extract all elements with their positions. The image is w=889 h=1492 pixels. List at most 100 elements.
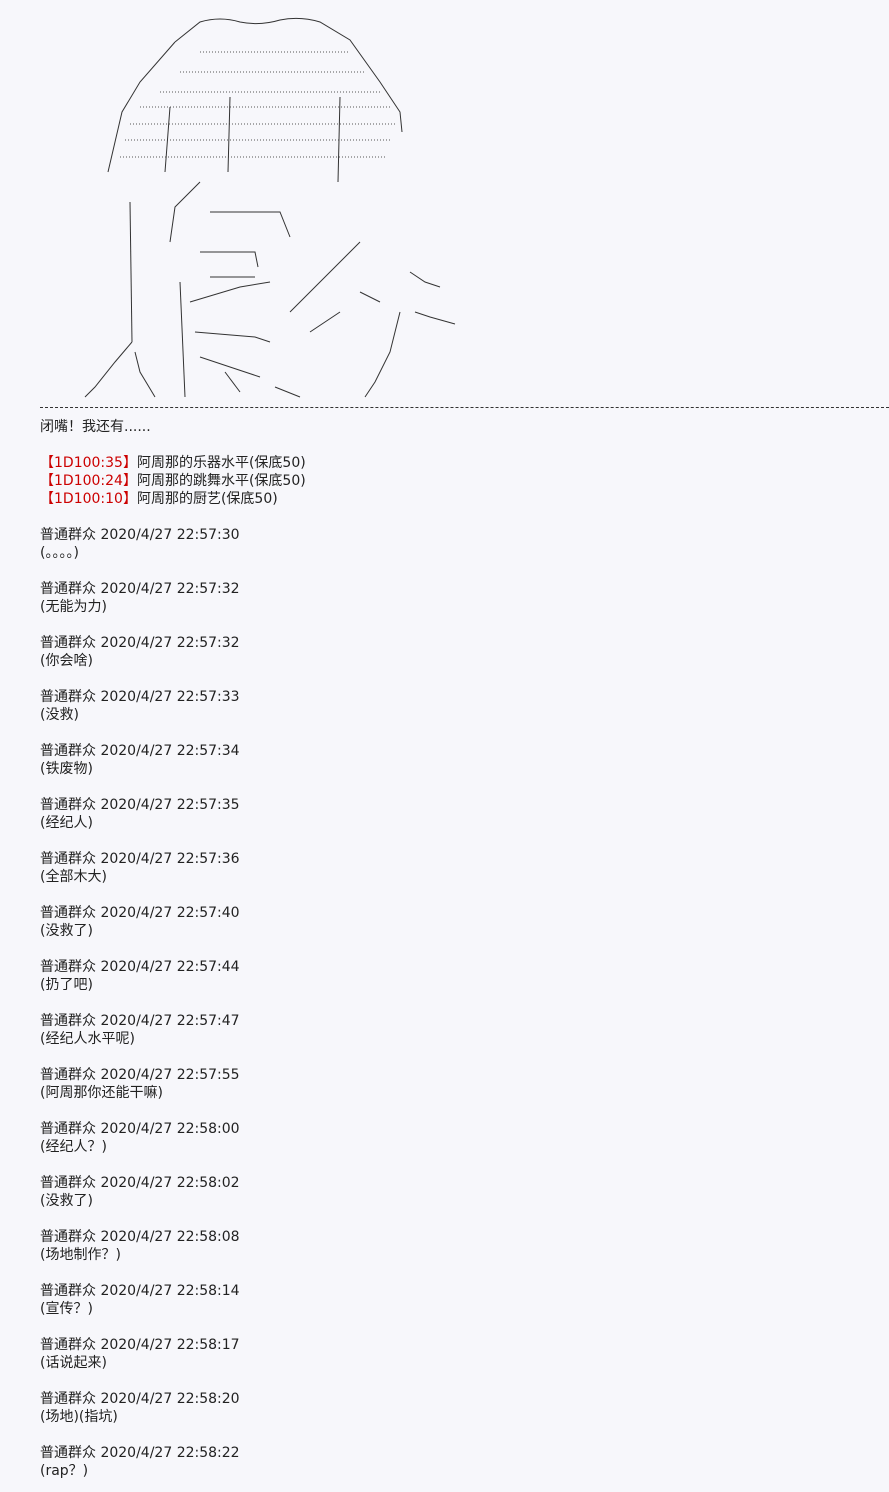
- spacer: [40, 1156, 880, 1174]
- comment-timestamp: 2020/4/27 22:58:14: [100, 1283, 240, 1299]
- dice-code: 1D100:24: [54, 473, 123, 489]
- spacer: [40, 724, 880, 742]
- dice-label: 阿周那的厨艺(保底50): [136, 491, 278, 507]
- ascii-art-illustration: [80, 12, 500, 402]
- comment-timestamp: 2020/4/27 22:57:35: [100, 797, 240, 813]
- comment-text: (经纪人): [40, 815, 93, 831]
- bracket-close: 】: [122, 491, 137, 507]
- comment-text: (。。。。): [40, 545, 79, 561]
- spacer: [40, 1426, 880, 1444]
- spacer: [40, 940, 880, 958]
- comment-header: 普通群众 2020/4/27 22:57:40: [40, 904, 880, 922]
- dice-code: 1D100:35: [54, 455, 123, 471]
- comment-user: 普通群众: [40, 959, 96, 975]
- bracket-close: 】: [122, 455, 137, 471]
- spacer: [40, 670, 880, 688]
- comment-user: 普通群众: [40, 1121, 96, 1137]
- comment-timestamp: 2020/4/27 22:58:00: [100, 1121, 240, 1137]
- comment-timestamp: 2020/4/27 22:57:44: [100, 959, 240, 975]
- comment-timestamp: 2020/4/27 22:57:36: [100, 851, 240, 867]
- spacer: [40, 1210, 880, 1228]
- comment-user: 普通群众: [40, 1067, 96, 1083]
- dice-roll-row: 【1D100:24】阿周那的跳舞水平(保底50): [40, 472, 880, 490]
- comment-timestamp: 2020/4/27 22:57:34: [100, 743, 240, 759]
- comment-timestamp: 2020/4/27 22:57:55: [100, 1067, 240, 1083]
- comment-user: 普通群众: [40, 1013, 96, 1029]
- spacer: [40, 508, 880, 526]
- dice-roll-row: 【1D100:10】阿周那的厨艺(保底50): [40, 490, 880, 508]
- spacer: [40, 886, 880, 904]
- spacer: [40, 832, 880, 850]
- comment-header: 普通群众 2020/4/27 22:57:47: [40, 1012, 880, 1030]
- bracket-open: 【: [40, 455, 54, 471]
- spacer: [40, 1264, 880, 1282]
- comment-header: 普通群众 2020/4/27 22:57:36: [40, 850, 880, 868]
- intro-text: 闭嘴！我还有......: [40, 419, 151, 435]
- comment-user: 普通群众: [40, 689, 96, 705]
- comment-header: 普通群众 2020/4/27 22:57:33: [40, 688, 880, 706]
- comment-text: (无能为力): [40, 599, 107, 615]
- comment-header: 普通群众 2020/4/27 22:57:44: [40, 958, 880, 976]
- comment-user: 普通群众: [40, 1445, 96, 1461]
- comment-header: 普通群众 2020/4/27 22:57:34: [40, 742, 880, 760]
- comment-user: 普通群众: [40, 1175, 96, 1191]
- comment-text: (铁废物): [40, 761, 93, 777]
- divider-line: [40, 407, 889, 408]
- comment-text: (你会啥): [40, 653, 93, 669]
- comment-text: (经纪人水平呢): [40, 1031, 135, 1047]
- ascii-art-figure: [84, 17, 456, 398]
- spacer: [40, 1102, 880, 1120]
- comment-user: 普通群众: [40, 905, 96, 921]
- post-content: 闭嘴！我还有...... 【1D100:35】阿周那的乐器水平(保底50) 【1…: [40, 418, 880, 1480]
- comment-text: (经纪人？): [40, 1139, 107, 1155]
- spacer: [40, 1318, 880, 1336]
- comment-timestamp: 2020/4/27 22:57:40: [100, 905, 240, 921]
- comment-text: (话说起来): [40, 1355, 107, 1371]
- comment-timestamp: 2020/4/27 22:57:30: [100, 527, 240, 543]
- dice-code: 1D100:10: [54, 491, 123, 507]
- comment-text: (没救): [40, 707, 79, 723]
- comment-list: 普通群众 2020/4/27 22:57:30(。。。。)普通群众 2020/4…: [40, 526, 880, 1480]
- comment-timestamp: 2020/4/27 22:58:20: [100, 1391, 240, 1407]
- comment-user: 普通群众: [40, 581, 96, 597]
- comment-timestamp: 2020/4/27 22:57:47: [100, 1013, 240, 1029]
- spacer: [40, 994, 880, 1012]
- comment-timestamp: 2020/4/27 22:57:32: [100, 635, 240, 651]
- comment-timestamp: 2020/4/27 22:58:17: [100, 1337, 240, 1353]
- comment-timestamp: 2020/4/27 22:58:22: [100, 1445, 240, 1461]
- comment-timestamp: 2020/4/27 22:57:33: [100, 689, 240, 705]
- comment-user: 普通群众: [40, 1229, 96, 1245]
- comment-text: (没救了): [40, 923, 93, 939]
- comment-user: 普通群众: [40, 743, 96, 759]
- comment-user: 普通群众: [40, 1283, 96, 1299]
- comment-user: 普通群众: [40, 797, 96, 813]
- bracket-open: 【: [40, 491, 54, 507]
- comment-header: 普通群众 2020/4/27 22:58:08: [40, 1228, 880, 1246]
- comment-user: 普通群众: [40, 1391, 96, 1407]
- spacer: [40, 562, 880, 580]
- bracket-open: 【: [40, 473, 54, 489]
- comment-user: 普通群众: [40, 635, 96, 651]
- comment-header: 普通群众 2020/4/27 22:58:17: [40, 1336, 880, 1354]
- comment-text: (宣传？): [40, 1301, 93, 1317]
- comment-text: (阿周那你还能干嘛): [40, 1085, 163, 1101]
- comment-header: 普通群众 2020/4/27 22:58:22: [40, 1444, 880, 1462]
- comment-header: 普通群众 2020/4/27 22:58:00: [40, 1120, 880, 1138]
- comment-header: 普通群众 2020/4/27 22:57:32: [40, 580, 880, 598]
- comment-header: 普通群众 2020/4/27 22:58:14: [40, 1282, 880, 1300]
- comment-text: (场地)(指坑): [40, 1409, 118, 1425]
- comment-user: 普通群众: [40, 851, 96, 867]
- comment-header: 普通群众 2020/4/27 22:57:35: [40, 796, 880, 814]
- comment-user: 普通群众: [40, 1337, 96, 1353]
- spacer: [40, 616, 880, 634]
- comment-user: 普通群众: [40, 527, 96, 543]
- dice-label: 阿周那的乐器水平(保底50): [136, 455, 306, 471]
- comment-text: (场地制作？): [40, 1247, 121, 1263]
- comment-header: 普通群众 2020/4/27 22:57:32: [40, 634, 880, 652]
- comment-text: (rap？): [40, 1463, 89, 1479]
- comment-header: 普通群众 2020/4/27 22:58:20: [40, 1390, 880, 1408]
- comment-header: 普通群众 2020/4/27 22:57:55: [40, 1066, 880, 1084]
- spacer: [40, 1372, 880, 1390]
- comment-header: 普通群众 2020/4/27 22:57:30: [40, 526, 880, 544]
- comment-text: (没救了): [40, 1193, 93, 1209]
